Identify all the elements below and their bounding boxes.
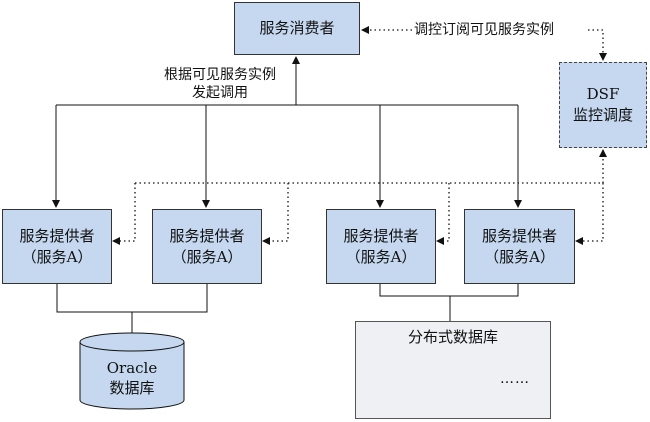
- invoke-note: 根据可见服务实例 发起调用: [150, 66, 290, 102]
- distributed-db-more: ……: [500, 371, 530, 387]
- service-consumer-node: 服务消费者: [234, 2, 360, 55]
- monitor-connectors: [112, 26, 607, 245]
- monitor-subscribe-label: 调控订阅可见服务实例: [414, 22, 554, 38]
- oracle-db-name: Oracle: [106, 359, 158, 377]
- service-provider-node: 服务提供者 （服务A）: [326, 209, 436, 284]
- invoke-note-line1: 根据可见服务实例: [164, 67, 276, 83]
- distributed-db-panel: [355, 321, 551, 419]
- service-provider-node: 服务提供者 （服务A）: [464, 209, 575, 284]
- service-consumer-label: 服务消费者: [259, 19, 335, 37]
- dsf-label: DSF: [586, 85, 620, 103]
- service-provider-node: 服务提供者 （服务A）: [152, 209, 262, 284]
- oracle-cylinder-shape: [79, 332, 185, 410]
- dsf-sublabel: 监控调度: [572, 106, 633, 124]
- provider-service: （服务A）: [171, 247, 243, 266]
- service-provider-node: 服务提供者 （服务A）: [2, 209, 112, 284]
- invoke-connectors: [52, 56, 522, 208]
- provider-service: （服务A）: [484, 247, 555, 266]
- provider-label: 服务提供者: [343, 226, 419, 245]
- storage-connectors: [56, 284, 519, 334]
- dsf-monitor-node: DSF 监控调度: [559, 62, 647, 148]
- provider-service: （服务A）: [21, 247, 93, 266]
- provider-label: 服务提供者: [481, 226, 557, 245]
- provider-label: 服务提供者: [169, 226, 245, 245]
- distributed-db-title: 分布式数据库: [407, 328, 498, 346]
- invoke-note-line2: 发起调用: [192, 85, 248, 101]
- provider-label: 服务提供者: [19, 226, 95, 245]
- oracle-db-type: 数据库: [109, 379, 155, 397]
- oracle-db-label: Oracle 数据库: [80, 358, 184, 398]
- provider-service: （服务A）: [345, 247, 417, 266]
